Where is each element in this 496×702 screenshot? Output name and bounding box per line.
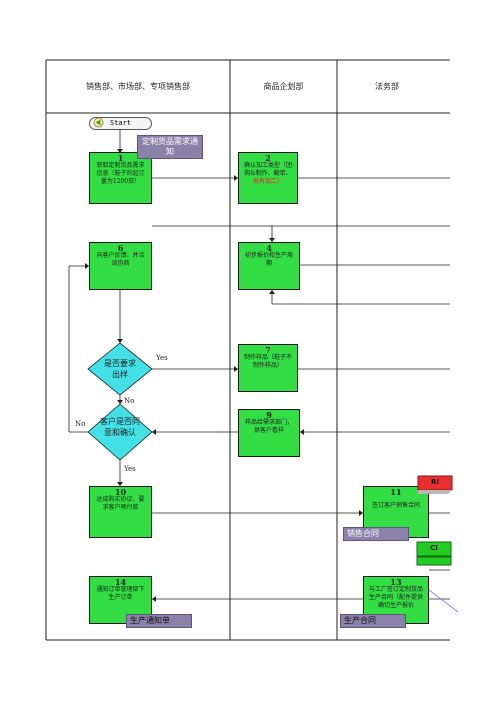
start-arrow-icon xyxy=(93,117,104,128)
step-13-text: 与工厂签订定制货品生产合同（配件提供确切生产报价 xyxy=(368,586,423,609)
decision-diamond-2 xyxy=(87,403,153,461)
document-tag-sales-contract: 销售合同 xyxy=(343,527,409,541)
step-6: 6 向客户反馈、并洽谈协商 xyxy=(89,242,152,290)
ci-badge xyxy=(416,541,452,566)
ri-badge xyxy=(417,475,453,494)
lane-header-planning: 商品企划部 xyxy=(263,82,304,91)
step-4: 4 初步报价和生产周期 xyxy=(238,242,300,290)
start-label: Start xyxy=(110,119,132,127)
step-2-text-main: 确认加工类型（团购&制作、翻单、 xyxy=(243,162,292,177)
step-1-number: 1 xyxy=(117,153,124,163)
step-14: 14 通知订单管理部下生产订单 xyxy=(89,576,152,624)
step-2-text: 确认加工类型（团购&制作、翻单、现有加工） xyxy=(239,162,297,186)
step-1-text: 获取定制货品需求信息（鞋子的起订量为1200双） xyxy=(96,162,145,185)
step-10-number: 10 xyxy=(114,487,127,497)
lane-header-sales: 销售部、市场部、专项销售部 xyxy=(86,82,190,91)
step-10: 10 达成购买协议、要求客户预付款 xyxy=(89,486,152,538)
step-9: 9 样品给需求部门，供客户看样 xyxy=(238,409,300,457)
step-2-number: 2 xyxy=(265,153,271,163)
document-tag-production-notice: 生产通知单 xyxy=(126,614,192,628)
step-10-text: 达成购买协议、要求客户预付款 xyxy=(96,496,145,511)
step-13-number: 13 xyxy=(390,577,402,587)
step-1: 1 获取定制货品需求信息（鞋子的起订量为1200双） xyxy=(89,152,152,204)
step-4-number: 4 xyxy=(266,243,272,253)
edge-label-yes-1: Yes xyxy=(156,354,168,362)
start-terminal: Start xyxy=(89,117,152,130)
step-9-number: 9 xyxy=(266,410,272,420)
step-6-text: 向客户反馈、并洽谈协商 xyxy=(96,252,145,267)
step-11-text: 签订客户销售合同 xyxy=(371,502,420,509)
step-7-number: 7 xyxy=(265,345,271,355)
document-tag-production-contract: 生产合同 xyxy=(340,614,406,628)
edge-label-no-1: No xyxy=(124,397,135,405)
edge-label-no-2: No xyxy=(75,420,86,428)
step-11-number: 11 xyxy=(390,487,402,497)
document-tag-request-notice: 定制货品需求通知 xyxy=(137,135,203,159)
step-4-text: 初步报价和生产周期 xyxy=(244,252,293,267)
step-7: 7 制作样品（鞋子不制作样品） xyxy=(238,344,298,392)
decision-2-label: 客户是否同意和确认 xyxy=(100,417,140,437)
step-2-text-red: 现有加工） xyxy=(252,178,283,185)
step-14-text: 通知订单管理部下生产订单 xyxy=(96,586,145,601)
step-7-text: 制作样品（鞋子不制作样品） xyxy=(243,354,292,369)
step-2: 2 确认加工类型（团购&制作、翻单、现有加工） xyxy=(238,152,298,204)
step-6-number: 6 xyxy=(117,243,124,253)
edge-label-yes-2: Yes xyxy=(124,465,136,473)
lane-header-legal: 法务部 xyxy=(375,82,399,91)
step-14-number: 14 xyxy=(114,577,127,587)
ri-badge-label: RI xyxy=(431,478,439,486)
decision-diamond-1 xyxy=(87,342,153,396)
decision-1-label: 是否要求出样 xyxy=(104,359,136,379)
step-9-text: 样品给需求部门，供客户看样 xyxy=(244,419,293,434)
ci-badge-label: CI xyxy=(430,544,438,552)
